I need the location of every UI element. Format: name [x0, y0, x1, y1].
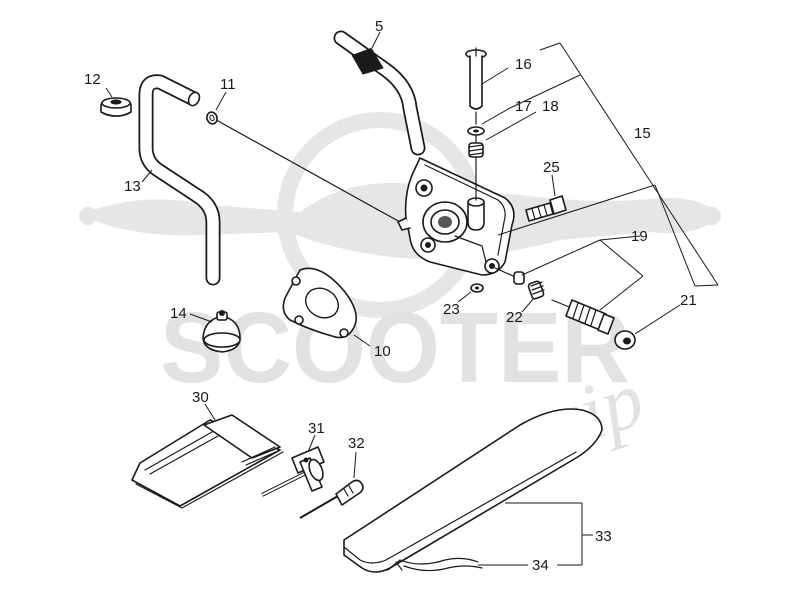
oil-pump-body	[397, 157, 515, 276]
part-19-shaft	[551, 299, 615, 335]
assembly-line-11	[217, 120, 401, 223]
part-17-washer	[467, 126, 485, 136]
part-18-spring	[468, 142, 484, 158]
callout-13: 13	[124, 178, 141, 195]
callout-10: 10	[374, 343, 391, 360]
part-30-booklet	[131, 414, 284, 509]
leader-12	[105, 87, 113, 98]
callout-5: 5	[375, 18, 383, 35]
part-34-plug	[399, 557, 483, 572]
part-5-hose	[333, 30, 426, 156]
leader-10	[353, 334, 371, 347]
callout-33: 33	[595, 528, 612, 545]
callout-14: 14	[170, 305, 187, 322]
part-32-screwdriver	[299, 479, 364, 519]
leader-14	[189, 313, 213, 323]
leader-5	[371, 31, 381, 49]
watermark: SCOOTER zip	[79, 112, 721, 468]
part-31-wrench	[261, 446, 325, 497]
callout-22: 22	[506, 309, 523, 326]
callout-labels: 5 10 11 12 13 14 15 16 17 18 19 21 22 23…	[84, 18, 697, 574]
part-22-spring	[513, 271, 545, 300]
part-16-pin	[465, 47, 487, 110]
callout-31: 31	[308, 420, 325, 437]
part-14-filter	[202, 310, 241, 353]
leader-13	[141, 169, 153, 183]
callout-21: 21	[680, 292, 697, 309]
leader-21	[634, 304, 681, 335]
part-13-hose	[138, 74, 221, 286]
leader-31	[307, 434, 316, 453]
leader-23	[457, 291, 472, 303]
leader-11	[215, 91, 227, 111]
leader-25	[551, 174, 556, 197]
watermark-brand-text: SCOOTER	[160, 292, 630, 404]
callout-16: 16	[515, 56, 532, 73]
part-33-bar-cover	[343, 408, 603, 573]
callout-34: 34	[532, 557, 549, 574]
callout-25: 25	[543, 159, 560, 176]
callout-19: 19	[631, 228, 648, 245]
callout-32: 32	[348, 435, 365, 452]
part-11-oring	[206, 111, 218, 125]
bracket-lines	[481, 42, 719, 311]
part-21-cap	[614, 330, 636, 350]
leader-32	[353, 451, 357, 479]
callout-12: 12	[84, 71, 101, 88]
callout-23: 23	[443, 301, 460, 318]
leader-22	[521, 297, 535, 313]
leader-30	[204, 403, 216, 421]
part-10-gasket	[282, 267, 358, 339]
callout-30: 30	[192, 389, 209, 406]
assembly-line-22	[494, 267, 514, 277]
watermark-dot-right	[703, 207, 721, 225]
callout-17: 17	[515, 98, 532, 115]
watermark-dot-left	[79, 207, 97, 225]
part-25-bolt	[525, 195, 567, 222]
callout-15: 15	[634, 125, 651, 142]
part-12-grommet	[100, 97, 132, 117]
callout-18: 18	[542, 98, 559, 115]
part-23-washer	[470, 283, 484, 293]
callout-11: 11	[220, 76, 236, 93]
